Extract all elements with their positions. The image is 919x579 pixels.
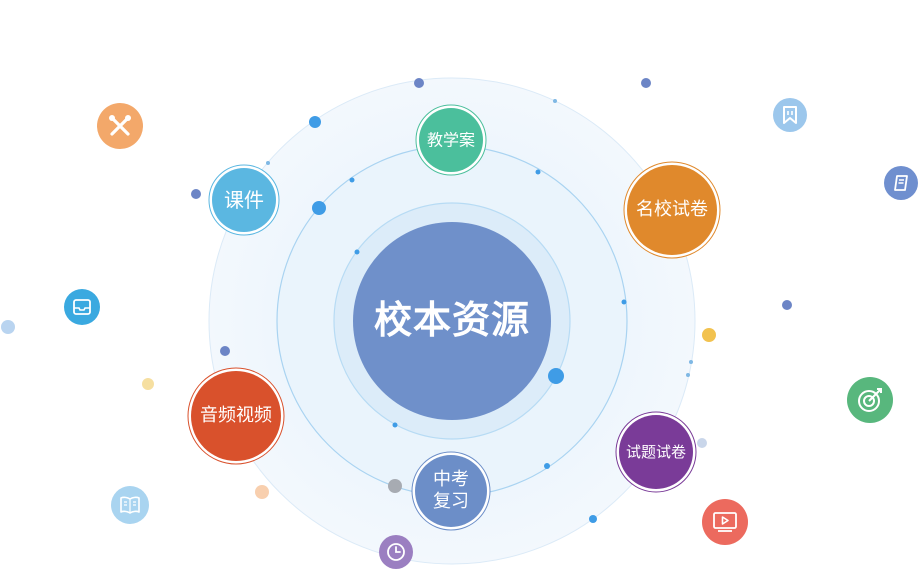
dot: [349, 177, 355, 183]
dot: [782, 300, 792, 310]
dot: [191, 189, 201, 199]
node-label-shiti: 试题试卷: [625, 443, 687, 461]
dot: [702, 328, 716, 342]
node-label-yinpin: 音频视频: [200, 405, 272, 427]
dot: [414, 78, 424, 88]
node-mingxiao[interactable]: [623, 161, 721, 259]
node-shiti[interactable]: [615, 411, 697, 493]
open-book-icon: [111, 486, 149, 524]
bookmark-icon: [773, 98, 807, 132]
node-zhongkao[interactable]: [411, 451, 491, 531]
dot: [220, 346, 230, 356]
node-yinpin[interactable]: [187, 367, 285, 465]
dot: [689, 360, 693, 364]
dot: [388, 479, 402, 493]
clock-icon: [379, 535, 413, 569]
dot: [142, 378, 154, 390]
dot: [553, 99, 557, 103]
dot: [266, 161, 270, 165]
dot: [697, 438, 707, 448]
dot: [392, 422, 398, 428]
node-label-zhongkao-line1: 中考: [433, 469, 469, 491]
node-jiaoxuean[interactable]: [415, 104, 487, 176]
dot: [1, 320, 15, 334]
tools-icon: [97, 103, 143, 149]
video-icon: [702, 499, 748, 545]
dot: [255, 485, 269, 499]
node-label-jiaoxuean: 教学案: [426, 130, 476, 150]
book-icon: [884, 166, 918, 200]
dot: [589, 515, 597, 523]
dot: [548, 368, 564, 384]
center-circle: [353, 222, 551, 420]
dot: [309, 116, 321, 128]
dot: [621, 299, 627, 305]
node-label-kejian: 课件: [224, 188, 264, 212]
dot: [686, 373, 690, 377]
dot: [354, 249, 360, 255]
node-label-mingxiao: 名校试卷: [636, 199, 708, 221]
node-kejian[interactable]: [208, 164, 280, 236]
dot: [312, 201, 326, 215]
center-title: 校本资源: [373, 298, 531, 343]
inbox-icon: [64, 289, 100, 325]
dot: [544, 463, 550, 469]
dot: [641, 78, 651, 88]
target-icon: [847, 377, 893, 423]
node-label-zhongkao-line2: 复习: [433, 491, 469, 513]
decor-dots: [1, 78, 792, 523]
dot: [535, 169, 541, 175]
